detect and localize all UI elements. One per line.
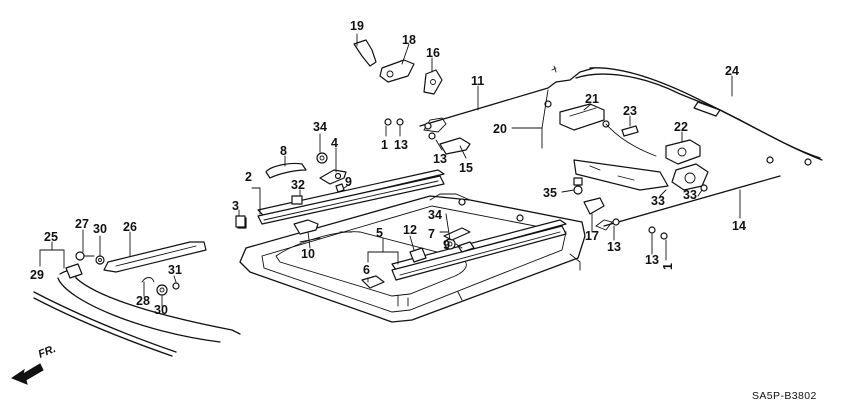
callout-13-low: 13 — [645, 253, 659, 267]
callout-33-right: 33 — [683, 188, 697, 202]
callout-24: 24 — [725, 64, 739, 78]
callout-32: 32 — [291, 178, 305, 192]
callout-6: 6 — [363, 263, 370, 277]
rail-hardware-right — [361, 198, 524, 289]
callout-15: 15 — [459, 161, 473, 175]
callout-35: 35 — [543, 186, 557, 200]
callout-31: 31 — [168, 263, 182, 277]
callout-21: 21 — [585, 92, 599, 106]
front-direction-arrow: FR. — [10, 343, 58, 385]
callout-20: 20 — [493, 122, 507, 136]
deflector-parts — [33, 241, 241, 357]
callout-30-lower: 30 — [154, 303, 168, 317]
callout-19: 19 — [350, 19, 364, 33]
motor-assembly-box — [544, 100, 709, 191]
callout-4: 4 — [331, 136, 338, 150]
callout-9-upper: 9 — [345, 175, 352, 189]
callout-18: 18 — [402, 33, 416, 47]
callout-25: 25 — [44, 230, 58, 244]
callout-5: 5 — [376, 226, 383, 240]
callout-30-upper: 30 — [93, 222, 107, 236]
callout-23: 23 — [623, 104, 637, 118]
callout-9-lower: 9 — [443, 238, 450, 252]
callout-10: 10 — [301, 247, 315, 261]
drive-cable-24 — [575, 67, 823, 166]
callout-22: 22 — [674, 120, 688, 134]
callout-1-upper: 1 — [381, 138, 388, 152]
left-guide-rail — [237, 169, 445, 229]
callout-3: 3 — [232, 199, 239, 213]
callout-12: 12 — [403, 223, 417, 237]
callout-16: 16 — [426, 46, 440, 60]
drive-cable-14 — [595, 156, 781, 231]
callout-26: 26 — [123, 220, 137, 234]
callout-27: 27 — [75, 217, 89, 231]
callout-28: 28 — [136, 294, 150, 308]
callout-1-low: 1 — [661, 263, 675, 270]
callout-34-lower: 34 — [428, 208, 442, 222]
rail-hardware-left — [235, 152, 347, 235]
callout-8: 8 — [280, 144, 287, 158]
diagram-code: SA5P-B3802 — [752, 390, 817, 402]
drive-cable-11 — [419, 65, 595, 133]
callout-29: 29 — [30, 268, 44, 282]
callout-7: 7 — [428, 227, 435, 241]
callout-2: 2 — [245, 170, 252, 184]
callout-13-right: 13 — [607, 240, 621, 254]
callout-34-upper: 34 — [313, 120, 327, 134]
callout-17: 17 — [585, 229, 599, 243]
top-bits — [353, 39, 443, 95]
leader-lines — [39, 33, 741, 307]
direction-label: FR. — [37, 343, 58, 361]
callout-labels: 19 18 16 11 24 21 23 22 20 34 4 1 13 13 … — [30, 19, 746, 317]
callout-13-mid: 13 — [433, 152, 447, 166]
callout-33-left: 33 — [651, 194, 665, 208]
callout-13-upper: 13 — [394, 138, 408, 152]
callout-11: 11 — [471, 74, 484, 88]
callout-14: 14 — [732, 219, 746, 233]
right-guide-rail — [391, 219, 567, 281]
